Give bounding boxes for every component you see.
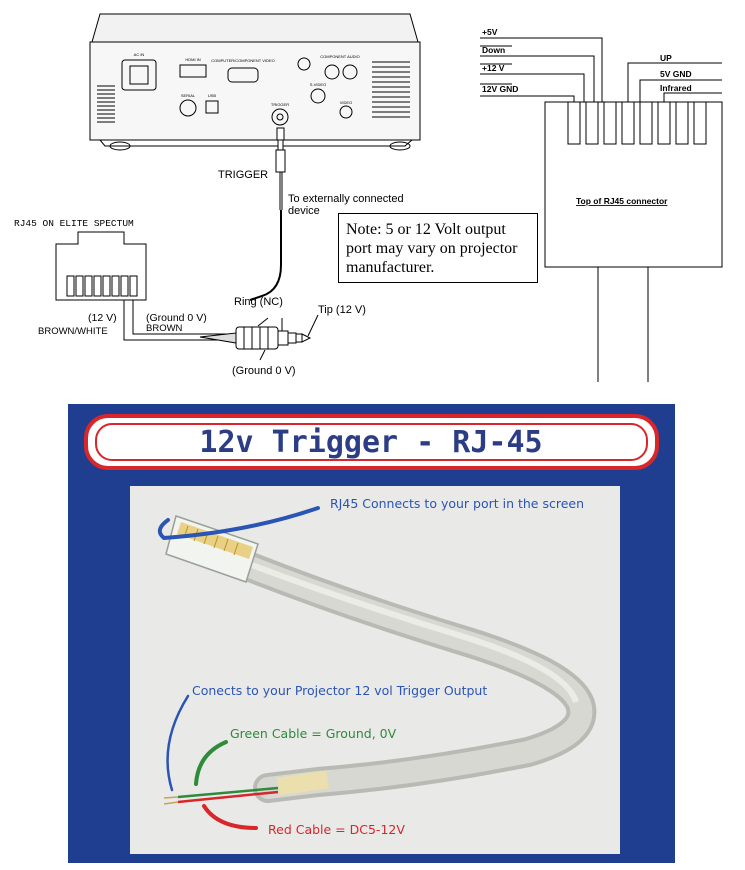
pin-label: 12V GND <box>482 84 518 94</box>
port-label: SERIAL <box>181 93 196 98</box>
port-label: COMPUTER/COMPONENT VIDEO <box>211 58 275 63</box>
jack-plug <box>199 314 319 361</box>
brown-label: BROWN <box>146 323 183 334</box>
note-box: Note: 5 or 12 Volt output port may vary … <box>338 213 538 283</box>
brown-white-label: BROWN/WHITE <box>38 326 108 337</box>
tip-label: Tip (12 V) <box>318 304 366 316</box>
s-video-port <box>310 88 326 104</box>
pin-12v-label: (12 V) <box>88 312 117 324</box>
poster-title-banner <box>84 414 659 470</box>
rj45-elite-title: RJ45 ON ELITE SPECTUM <box>14 218 134 229</box>
trigger-poster: 12v Trigger - RJ-45 RJ45 Conn <box>68 404 675 863</box>
port-label: HDMI IN <box>185 57 200 62</box>
port-label: AC IN <box>134 52 145 57</box>
red-cable-caption: Red Cable = DC5-12V <box>268 822 405 837</box>
ground-label: (Ground 0 V) <box>146 312 207 324</box>
poster-title: 12v Trigger - RJ-45 <box>199 425 542 460</box>
photo-panel <box>130 486 620 854</box>
external-device-label: To externally connected device <box>288 193 407 217</box>
wiring-diagram: AC IN HDMI IN COMPUTER/COMPONENT VIDEO C… <box>14 13 723 382</box>
pin-label: +5V <box>482 27 498 37</box>
rj45-wires <box>123 300 236 341</box>
right-vent-grille <box>372 61 410 118</box>
serial-port <box>179 99 197 117</box>
projector-port-labels: AC IN HDMI IN COMPUTER/COMPONENT VIDEO C… <box>134 52 360 107</box>
usb-port <box>205 100 219 114</box>
left-vent-grille <box>97 85 115 123</box>
port-label: VIDEO <box>340 100 352 105</box>
green-cable-caption: Green Cable = Ground, 0V <box>230 726 397 741</box>
port-label: USB <box>208 93 217 98</box>
port-label: S-VIDEO <box>310 82 326 87</box>
projector-trigger-caption: Conects to your Projector 12 vol Trigger… <box>192 683 487 698</box>
port-label: TRIGGER <box>271 102 289 107</box>
pin-label: UP <box>660 53 672 63</box>
trigger-port <box>271 108 289 126</box>
pin-label: +12 V <box>482 63 505 73</box>
projector-back-panel <box>89 13 421 151</box>
rj45-caption: RJ45 Connects to your port in the screen <box>330 496 584 511</box>
port-label: COMPONENT AUDIO <box>320 54 360 59</box>
pin-label: 5V GND <box>660 69 692 79</box>
rj45-pin-leads <box>480 37 722 382</box>
rj45-connector-caption: Top of RJ45 connector <box>576 196 668 206</box>
trigger-label: TRIGGER <box>218 169 268 181</box>
callout-curves <box>157 506 320 830</box>
vga-port <box>227 67 259 83</box>
ring-label: Ring (NC) <box>234 296 283 308</box>
note-text: Note: 5 or 12 Volt output port may vary … <box>346 221 518 276</box>
sleeve-label: (Ground 0 V) <box>232 365 296 377</box>
pin-label: Down <box>482 45 505 55</box>
trigger-cable <box>249 127 286 301</box>
rj45-wire-labels: (12 V) BROWN/WHITE (Ground 0 V) BROWN <box>38 312 207 337</box>
hdmi-port <box>179 64 207 78</box>
video-port <box>339 105 353 119</box>
rj45-pin-slots <box>567 101 707 145</box>
rj45-elite-connector <box>55 231 147 301</box>
ac-in-socket <box>121 59 157 91</box>
rj45-pin-labels: +5V Down +12 V 12V GND UP 5V GND Infrare… <box>482 27 692 94</box>
pin-label: Infrared <box>660 83 692 93</box>
